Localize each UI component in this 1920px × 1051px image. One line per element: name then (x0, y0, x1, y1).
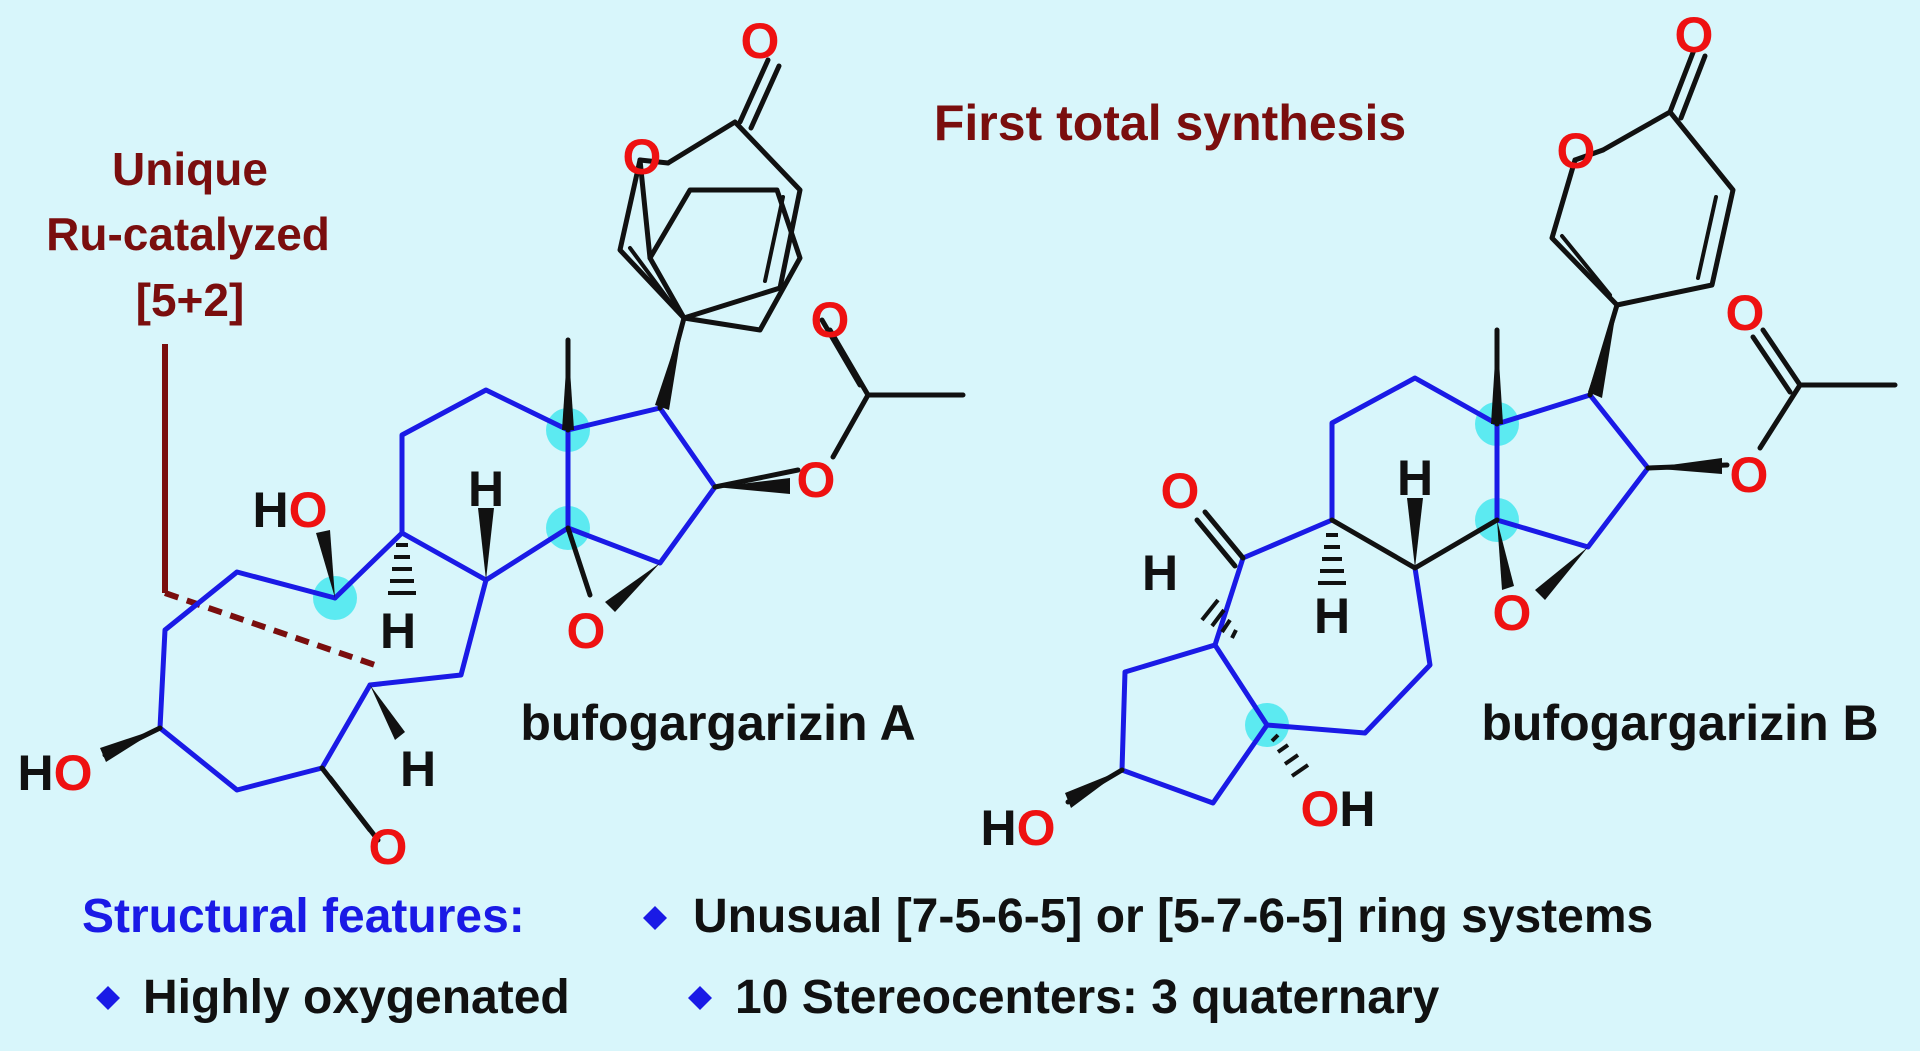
diamond-bullet-icon (688, 986, 712, 1010)
wedge-bond (605, 563, 660, 612)
hydroxyl-label: OH (1300, 781, 1375, 837)
hashed-bond (1200, 598, 1238, 639)
wedge-bond (1497, 520, 1514, 590)
structure-bufogargarizin-b: O O O O O O H H H OH HO bufogargarizin B (980, 7, 1898, 856)
hydroxyl-label: HO (252, 482, 327, 538)
oxygen-atom: O (1675, 7, 1714, 63)
wedge-bond (100, 728, 160, 762)
wedge-bond (370, 685, 405, 740)
oxygen-atom: O (811, 292, 850, 348)
hashed-bond (1270, 733, 1310, 778)
hydrogen-atom: H (1314, 588, 1350, 644)
compound-name-a: bufogargarizin A (520, 695, 915, 751)
wedge-bond (1588, 305, 1617, 398)
compound-name-b: bufogargarizin B (1481, 695, 1878, 751)
hydrogen-atom: H (252, 482, 288, 538)
oxygen-atom: O (623, 129, 662, 185)
structural-features: Structural features: Unusual [7-5-6-5] o… (82, 890, 1653, 1024)
annotation-line-2: Ru-catalyzed (46, 208, 330, 260)
oxygen-atom: O (369, 819, 408, 875)
structure-bufogargarizin-a: O O O O O O HO H H H HO bufogargarizin A (17, 13, 966, 875)
hydrogen-atom: H (380, 603, 416, 659)
diamond-bullet-icon (643, 906, 667, 930)
hashed-bond (1318, 533, 1346, 585)
oxygen-atom: O (1493, 585, 1532, 641)
wedge-bond (478, 508, 494, 580)
feature-item: Unusual [7-5-6-5] or [5-7-6-5] ring syst… (693, 890, 1653, 943)
features-label: Structural features: (82, 890, 525, 943)
headline-first-total-synthesis: First total synthesis (934, 95, 1406, 151)
diamond-bullet-icon (96, 986, 120, 1010)
oxygen-atom: O (1300, 781, 1339, 837)
hydrogen-atom: H (17, 745, 53, 801)
oxygen-atom: O (289, 482, 328, 538)
wedge-bond (655, 318, 684, 410)
wedge-bond (715, 478, 790, 494)
hydrogen-atom: H (400, 741, 436, 797)
pyranone-ring-a (617, 119, 803, 321)
wedge-bond (1648, 458, 1722, 474)
annotation-line-3: [5+2] (136, 274, 245, 326)
hydrogen-atom: H (468, 461, 504, 517)
oxygen-atom: O (1726, 285, 1765, 341)
wedge-bond (316, 530, 335, 598)
wedge-bond (1065, 770, 1122, 808)
hydrogen-atom: H (1142, 545, 1178, 601)
hashed-bond (388, 543, 416, 595)
oxygen-atom: O (54, 745, 93, 801)
hydrogen-atom: H (1339, 781, 1375, 837)
wedge-bond (1407, 498, 1423, 568)
methyl-wedge (562, 340, 574, 430)
oxygen-atom: O (741, 13, 780, 69)
oxygen-atom: O (1017, 800, 1056, 856)
oxygen-atom: O (797, 452, 836, 508)
wedge-bond (1535, 547, 1588, 600)
annotation-line-1: Unique (112, 143, 268, 195)
oxygen-atom: O (1730, 447, 1769, 503)
feature-item: Highly oxygenated (143, 971, 570, 1024)
oxygen-atom: O (1161, 463, 1200, 519)
feature-item: 10 Stereocenters: 3 quaternary (735, 971, 1440, 1024)
hydrogen-atom: H (980, 800, 1016, 856)
oxygen-atom: O (567, 603, 606, 659)
hydroxyl-label: HO (980, 800, 1055, 856)
pyranone-ring-b (1549, 47, 1736, 308)
epoxide-bond (565, 525, 593, 598)
oxygen-atom: O (1557, 123, 1596, 179)
hydrogen-atom: H (1397, 450, 1433, 506)
methyl-wedge (1491, 330, 1503, 424)
hydroxyl-label: HO (17, 745, 92, 801)
